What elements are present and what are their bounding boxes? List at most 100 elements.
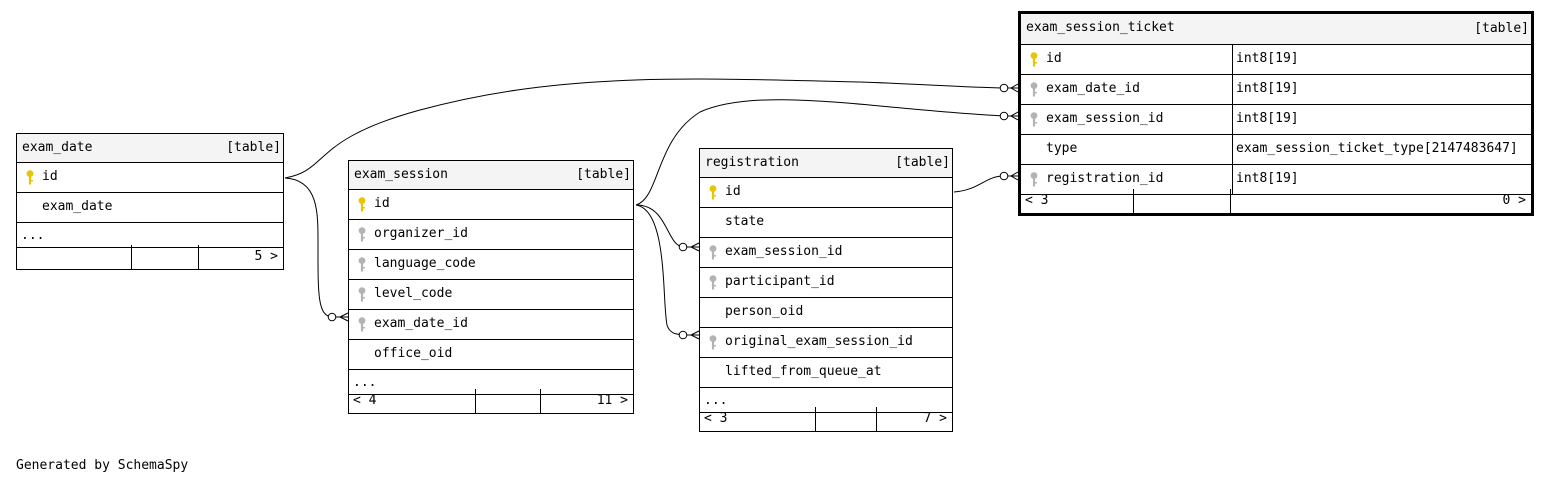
column-row-id[interactable]: id	[700, 178, 952, 208]
column-name: exam_date_id	[374, 316, 468, 331]
column-name: exam_date	[42, 199, 113, 214]
column-name: level_code	[374, 286, 453, 301]
column-row-state[interactable]: state	[700, 208, 952, 238]
table-name: exam_session_ticket	[1026, 20, 1175, 35]
crowfoot	[336, 312, 349, 322]
footer-children-count-text: 0 >	[1502, 193, 1526, 208]
more-columns-row[interactable]: ...	[17, 223, 283, 248]
column-row-id[interactable]: id int8[19]	[1021, 45, 1531, 75]
footer-children-count[interactable]: 0 >	[1231, 189, 1531, 213]
more-columns-ellipsis: ...	[21, 228, 45, 243]
footer-parents-count[interactable]	[17, 245, 132, 269]
primary-key-icon	[26, 170, 34, 185]
table-name: exam_date	[22, 140, 93, 155]
foreign-key-icon	[358, 317, 366, 332]
crowfoot-circle	[999, 171, 1009, 181]
column-row-level-code[interactable]: level_code	[349, 280, 633, 310]
column-row-office-oid[interactable]: office_oid	[349, 340, 633, 370]
footer-children-count[interactable]: 11 >	[541, 389, 633, 413]
footer-children-count[interactable]: 7 >	[877, 407, 952, 431]
column-name: registration_id	[1046, 171, 1164, 186]
footer-middle	[132, 245, 199, 269]
column-row-organizer-id[interactable]: organizer_id	[349, 220, 633, 250]
primary-key-icon	[1030, 52, 1038, 67]
table-footer: < 3 0 >	[1021, 189, 1531, 213]
footer-parents-count[interactable]: < 3	[700, 407, 816, 431]
column-name: state	[725, 214, 765, 229]
column-name: organizer_id	[374, 226, 468, 241]
footer-parents-count[interactable]: < 4	[349, 389, 476, 413]
column-name: language_code	[374, 256, 476, 271]
footer-parents-count[interactable]: < 3	[1021, 189, 1134, 213]
crowfoot-circle	[678, 242, 688, 252]
table-kind: [table]	[226, 140, 281, 155]
column-name: office_oid	[374, 346, 453, 361]
column-name: id	[374, 196, 390, 211]
foreign-key-icon	[358, 257, 366, 272]
column-row-original-exam-session-id[interactable]: original_exam_session_id	[700, 328, 952, 358]
footer-parents-count-text: < 3	[1025, 193, 1049, 208]
more-columns-ellipsis: ...	[704, 393, 728, 408]
table-kind: [table]	[1474, 21, 1529, 36]
more-columns-row[interactable]: ...	[349, 370, 633, 395]
crowfoot-circle	[327, 312, 337, 322]
column-divider	[1232, 135, 1233, 164]
crowfoot-circle	[678, 330, 688, 340]
column-row-lifted-from-queue-at[interactable]: lifted_from_queue_at	[700, 358, 952, 388]
foreign-key-icon	[709, 245, 717, 260]
column-name: id	[725, 184, 741, 199]
crowfoot	[687, 330, 700, 340]
more-columns-row[interactable]: ...	[700, 388, 952, 413]
column-row-exam-date[interactable]: exam_date	[17, 193, 283, 223]
column-row-exam-date-id[interactable]: exam_date_id	[349, 310, 633, 340]
crowfoot-circle	[999, 111, 1009, 121]
column-name: original_exam_session_id	[725, 334, 913, 349]
foreign-key-icon	[709, 335, 717, 350]
primary-key-icon	[358, 197, 366, 212]
column-name: id	[42, 169, 58, 184]
table-footer: < 4 11 >	[349, 389, 633, 413]
column-type: int8[19]	[1236, 51, 1299, 66]
column-row-person-oid[interactable]: person_oid	[700, 298, 952, 328]
column-name: id	[1046, 51, 1062, 66]
link-exam-session-to-registration-2	[635, 204, 684, 336]
table-exam-date[interactable]: exam_date [table] id exam_date... 5 >	[16, 133, 284, 270]
crowfoot	[1008, 83, 1019, 93]
column-row-id[interactable]: id	[349, 190, 633, 220]
foreign-key-icon	[1030, 112, 1038, 127]
footer-middle	[476, 389, 541, 413]
link-exam-session-to-ticket	[635, 99, 1005, 206]
foreign-key-icon	[358, 227, 366, 242]
table-header: exam_date [table]	[17, 134, 283, 163]
column-row-id[interactable]: id	[17, 163, 283, 193]
foreign-key-icon	[358, 287, 366, 302]
link-exam-date-to-exam-session	[284, 177, 333, 318]
column-row-exam-session-id[interactable]: exam_session_id	[700, 238, 952, 268]
footer-middle	[1134, 189, 1231, 213]
link-registration-to-ticket	[953, 175, 1005, 193]
table-header: exam_session [table]	[349, 161, 633, 190]
table-name: registration	[705, 155, 799, 170]
column-row-exam-date-id[interactable]: exam_date_id int8[19]	[1021, 75, 1531, 105]
column-row-language-code[interactable]: language_code	[349, 250, 633, 280]
link-exam-session-to-registration-1	[635, 204, 684, 248]
footer-children-count-text: 11 >	[596, 393, 628, 408]
table-footer: 5 >	[17, 245, 283, 269]
column-divider	[1232, 165, 1233, 194]
table-kind: [table]	[576, 167, 631, 182]
column-row-participant-id[interactable]: participant_id	[700, 268, 952, 298]
column-divider	[1232, 45, 1233, 74]
column-name: exam_date_id	[1046, 81, 1140, 96]
footer-middle	[816, 407, 877, 431]
footer-children-count[interactable]: 5 >	[199, 245, 283, 269]
column-divider	[1232, 75, 1233, 104]
column-type: int8[19]	[1236, 81, 1299, 96]
column-name: person_oid	[725, 304, 804, 319]
